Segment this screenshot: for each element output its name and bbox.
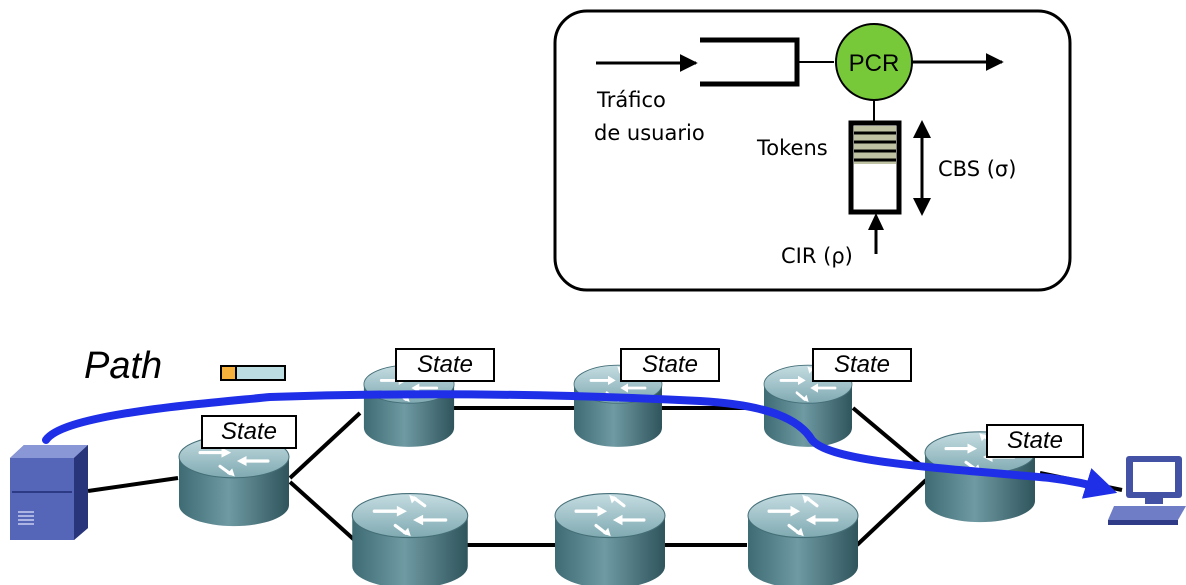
- cbs-label: CBS (σ): [938, 157, 1017, 181]
- traffic-label-line1: Tráfico: [597, 88, 666, 112]
- state-box-edge-left: State: [201, 415, 297, 449]
- server-icon: [10, 445, 88, 540]
- cir-arrow: [868, 213, 884, 254]
- router-bottom-3: [746, 491, 860, 585]
- cir-label: CIR (ρ): [781, 244, 853, 268]
- computer-icon: [1108, 456, 1186, 525]
- token-bucket: [848, 120, 902, 215]
- network-links: [87, 406, 1123, 547]
- tokens-label: Tokens: [757, 136, 828, 160]
- panel-frame: [553, 9, 1072, 292]
- pcr-label: PCR: [849, 50, 900, 77]
- traffic-label-line2: de usuario: [594, 121, 705, 145]
- router-bottom-1: [350, 491, 470, 585]
- state-box-top-3: State: [812, 348, 912, 382]
- state-box-top-2: State: [620, 348, 720, 382]
- path-message-icon: [220, 365, 286, 381]
- path-route-curve: [42, 390, 1118, 499]
- token-bucket-panel: PCR: [553, 9, 1072, 292]
- state-box-edge-right: State: [986, 424, 1084, 458]
- router-bottom-2: [553, 491, 667, 585]
- path-label: Path: [84, 345, 163, 387]
- router-edge-left: [177, 434, 291, 528]
- cbs-arrow: [913, 120, 931, 216]
- state-box-top-1: State: [395, 348, 495, 382]
- traffic-queue: [700, 37, 800, 87]
